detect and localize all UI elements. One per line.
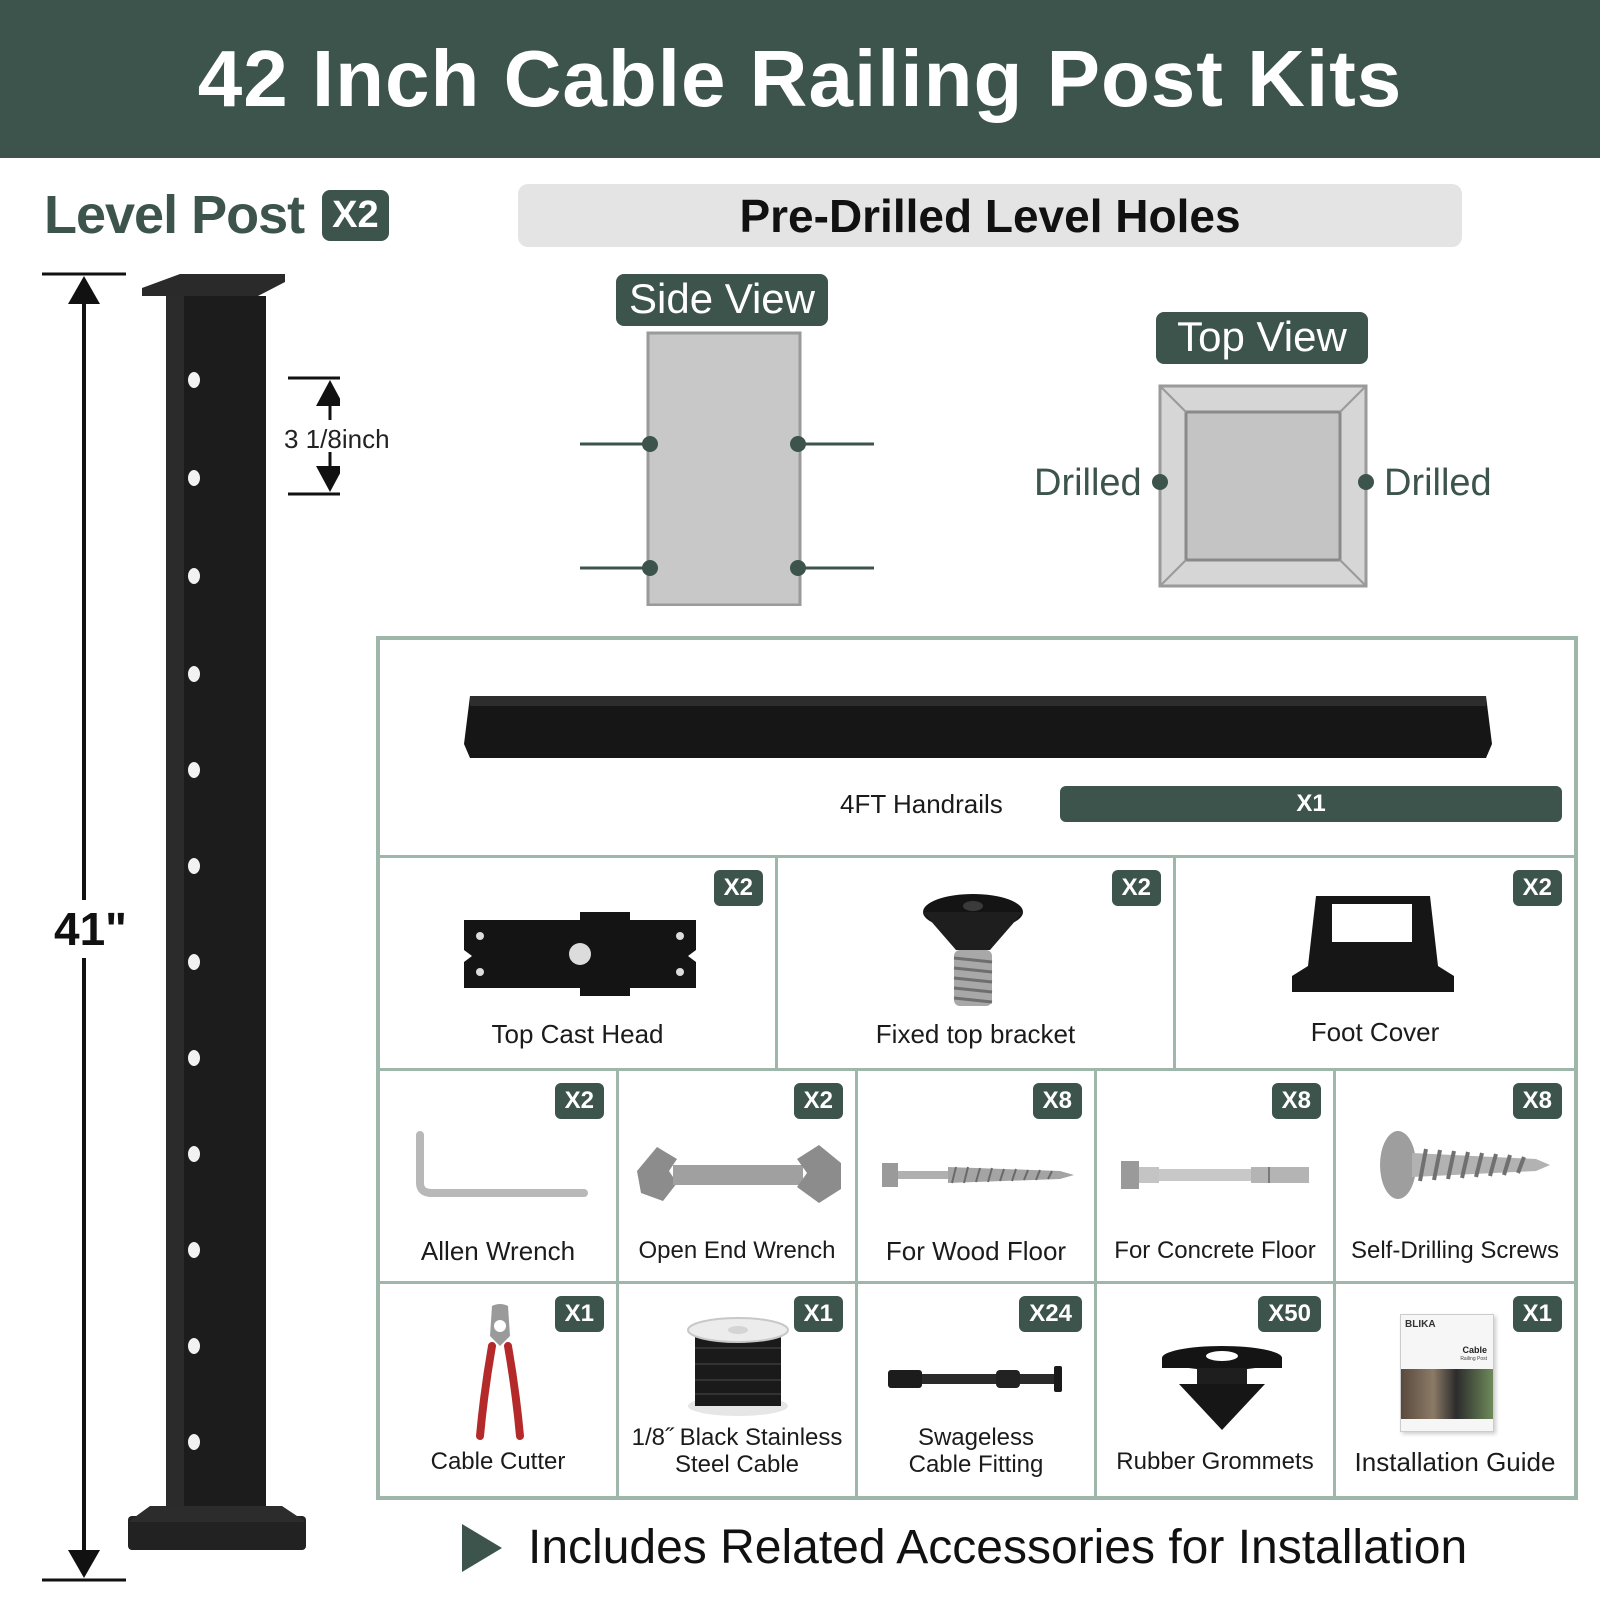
grommet-icon [1162, 1346, 1282, 1430]
qty-badge: X8 [1271, 1083, 1321, 1119]
qty-badge: X2 [1512, 870, 1562, 906]
guide-brand: BLIKA [1405, 1319, 1436, 1330]
accessory-label: Cable Cutter [430, 1448, 566, 1475]
drilled-left-label: Drilled [1034, 462, 1142, 504]
accessory-cell-open-end-wrench: X2 Open End Wrench [619, 1071, 858, 1284]
accessory-grid: 4FT Handrails X1 X2 Top Cast Head X2 [376, 636, 1578, 1500]
guide-title-2: Railing Post [1460, 1356, 1487, 1362]
anchor-bolt-icon [1121, 1161, 1309, 1189]
accessory-label: Open End Wrench [638, 1237, 836, 1264]
accessory-cell-fixed-top-bracket: X2 Fixed top bracket [778, 858, 1176, 1071]
handrail-label: 4FT Handrails [840, 789, 1003, 819]
cable-fitting-icon [888, 1366, 1062, 1392]
accessory-cell-top-cast-head: X2 Top Cast Head [380, 858, 778, 1071]
footer-text: Includes Related Accessories for Install… [528, 1521, 1468, 1574]
accessory-label: Foot Cover [1310, 1017, 1440, 1047]
accessory-label: Top Cast Head [491, 1019, 664, 1049]
accessory-cell-self-drilling-screws: X8 Self-Drilling Screws [1336, 1071, 1574, 1284]
spacing-label: 3 1/8inch [284, 424, 390, 454]
guide-booklet-icon: BLIKA Cable Railing Post [1400, 1314, 1494, 1432]
accessory-cell-rubber-grommets: X50 Rubber Grommets [1097, 1284, 1336, 1500]
open-end-wrench-icon [637, 1145, 841, 1203]
accessory-label: Self-Drilling Screws [1350, 1237, 1560, 1264]
accessory-cell-cable: X1 1/8˝ Black Stainless Steel Cable [619, 1284, 858, 1500]
cable-spool-icon [687, 1317, 789, 1416]
top-view-label: Top View [1156, 312, 1368, 364]
top-view-diagram [1152, 384, 1374, 588]
qty-badge: X1 [554, 1296, 604, 1332]
accessory-label: Installation Guide [1354, 1447, 1556, 1477]
accessory-cell-installation-guide: X1 BLIKA Cable Railing Post Installation… [1336, 1284, 1574, 1500]
footer-note: Includes Related Accessories for Install… [462, 1520, 1467, 1575]
post-icon [128, 274, 306, 1550]
side-view-label: Side View [616, 274, 828, 326]
qty-badge: X8 [1512, 1083, 1562, 1119]
accessory-cell-concrete-floor: X8 For Concrete Floor [1097, 1071, 1336, 1284]
qty-badge: X1 [793, 1296, 843, 1332]
page-header: 42 Inch Cable Railing Post Kits [0, 0, 1600, 158]
qty-badge: X1 [1512, 1296, 1562, 1332]
accessory-label-line-1: Swageless [917, 1424, 1035, 1451]
top-cast-head-icon [464, 912, 696, 996]
spacing-dimension [288, 376, 340, 496]
pre-drilled-title: Pre-Drilled Level Holes [518, 184, 1462, 247]
accessory-label-line-1: 1/8˝ Black Stainless [631, 1424, 843, 1451]
handrail-cell: 4FT Handrails X1 [380, 640, 1574, 858]
accessory-label: Rubber Grommets [1116, 1448, 1314, 1475]
cable-cutter-icon [476, 1304, 524, 1440]
self-drilling-screw-icon [1380, 1131, 1550, 1199]
drilled-right-label: Drilled [1384, 462, 1492, 504]
qty-badge: X24 [1019, 1296, 1082, 1332]
play-triangle-icon [462, 1523, 502, 1572]
qty-badge: X2 [1111, 870, 1161, 906]
accessory-cell-wood-floor: X8 For Wood Floor [858, 1071, 1097, 1284]
accessory-label: For Wood Floor [885, 1236, 1067, 1266]
guide-title-1: Cable [1462, 1345, 1487, 1355]
bracket-screw-icon [923, 894, 1023, 1006]
level-post-title: Level Post X2 [44, 184, 389, 246]
accessory-label: Fixed top bracket [875, 1019, 1076, 1049]
level-post-label: Level Post [44, 185, 305, 245]
side-view-diagram [580, 331, 874, 606]
accessory-cell-allen-wrench: X2 Allen Wrench [380, 1071, 619, 1284]
accessory-label-line-2: Cable Fitting [908, 1451, 1044, 1478]
accessory-cell-cable-cutter: X1 Cable Cutter [380, 1284, 619, 1500]
handrail-icon [464, 696, 1492, 758]
accessory-label: For Concrete Floor [1114, 1237, 1316, 1264]
lag-screw-icon [882, 1163, 1074, 1187]
qty-badge: X8 [1032, 1083, 1082, 1119]
foot-cover-icon [1292, 896, 1454, 992]
qty-badge: X2 [793, 1083, 843, 1119]
qty-badge: X50 [1258, 1296, 1321, 1332]
accessory-label-line-2: Steel Cable [674, 1451, 800, 1478]
qty-badge: X2 [554, 1083, 604, 1119]
level-post-qty-badge: X2 [322, 189, 389, 241]
accessory-cell-foot-cover: X2 Foot Cover [1176, 858, 1574, 1071]
accessory-cell-cable-fitting: X24 Swageless Cable Fitting [858, 1284, 1097, 1500]
qty-badge: X2 [713, 870, 763, 906]
height-label: 41" [54, 900, 127, 958]
handrail-qty-badge: X1 [1060, 786, 1562, 822]
accessory-label: Allen Wrench [420, 1236, 576, 1266]
level-post-illustration [42, 272, 340, 1582]
allen-wrench-icon [416, 1131, 588, 1197]
page-title: 42 Inch Cable Railing Post Kits [197, 34, 1403, 123]
